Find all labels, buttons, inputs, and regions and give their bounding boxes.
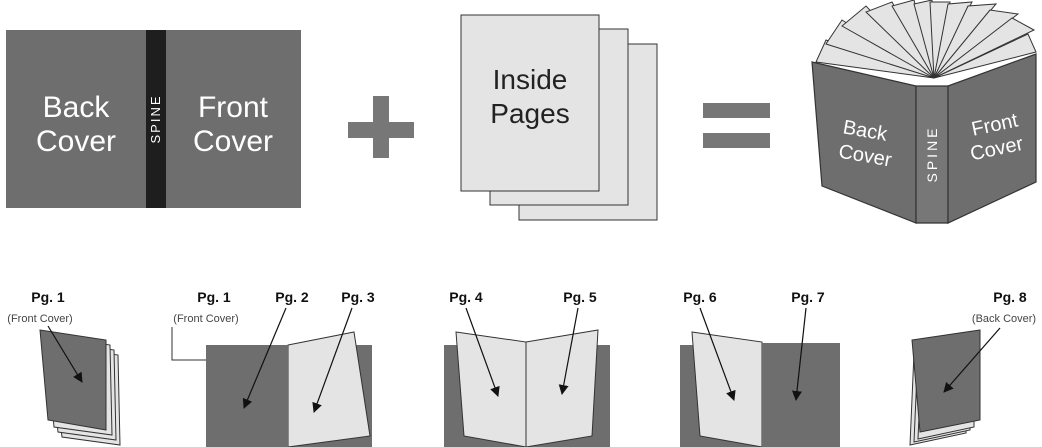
inside-pages-label-1: Inside (493, 64, 568, 95)
front-cover-label-2: Cover (193, 125, 273, 158)
step3-pg5-label: Pg. 5 (563, 289, 597, 305)
step5-sub-label: (Back Cover) (972, 313, 1036, 325)
page-sheet-front (460, 14, 600, 192)
step2-pg1-label: Pg. 1 (197, 289, 231, 305)
step3-page-4 (455, 331, 527, 447)
step-pages-4-5: Pg. 4 Pg. 5 (444, 289, 610, 447)
front-cover-panel (166, 30, 301, 208)
back-cover-panel-small (911, 329, 981, 433)
step1-page-label: Pg. 1 (31, 289, 65, 305)
step2-arrow-pg3 (312, 307, 353, 413)
inside-pages-label-2: Pages (490, 98, 569, 129)
step-pages-1-3: Pg. 1 (Front Cover) Pg. 2 Pg. 3 (171, 289, 375, 447)
step3-arrow-pg5 (558, 307, 579, 395)
step2-pg2-label: Pg. 2 (275, 289, 309, 305)
step4-arrow-pg7 (792, 307, 807, 401)
step2-inside-cover (206, 345, 288, 447)
step5-page-label: Pg. 8 (993, 289, 1027, 305)
spine-strip (146, 30, 166, 208)
plus-icon (348, 96, 414, 158)
step5-arrow (943, 327, 1001, 393)
step-front-cover: Pg. 1 (Front Cover) (7, 289, 121, 446)
step4-page-6 (691, 331, 763, 447)
front-cover-label-1: Front (198, 91, 269, 124)
step-back-cover: Pg. 8 (Back Cover) (909, 289, 1036, 446)
step3-page-5 (525, 329, 599, 447)
front-cover-panel-small (39, 329, 107, 431)
step4-arrow-pg6 (699, 307, 736, 401)
equals-icon (703, 103, 770, 148)
step1-arrow (47, 325, 83, 383)
bound-back-cover (811, 61, 917, 224)
step2-arrow-pg2 (242, 307, 287, 409)
step2-leader-line (171, 327, 206, 361)
step4-pg6-label: Pg. 6 (683, 289, 717, 305)
step-pages-6-7: Pg. 6 Pg. 7 (680, 289, 840, 447)
step3-arrow-pg4 (465, 307, 500, 397)
back-cover-label-2: Cover (36, 125, 116, 158)
back-cover-panel (6, 30, 146, 208)
bound-front-cover (947, 53, 1037, 224)
step1-sub-label: (Front Cover) (7, 313, 72, 325)
back-cover-label-1: Back (43, 91, 111, 124)
step4-pg7-label: Pg. 7 (791, 289, 825, 305)
bound-book: Back Cover SPINE Front Cover (811, 0, 1037, 224)
spine-label: SPINE (148, 94, 163, 143)
step2-pg3-label: Pg. 3 (341, 289, 375, 305)
flat-cover: Back Cover SPINE Front Cover (6, 30, 301, 208)
inside-pages-stack: Inside Pages (460, 14, 658, 221)
step3-pg4-label: Pg. 4 (449, 289, 483, 305)
bound-spine-label: SPINE (924, 125, 940, 182)
page-fan (815, 0, 1037, 79)
step2-pg1-sub: (Front Cover) (173, 313, 238, 325)
